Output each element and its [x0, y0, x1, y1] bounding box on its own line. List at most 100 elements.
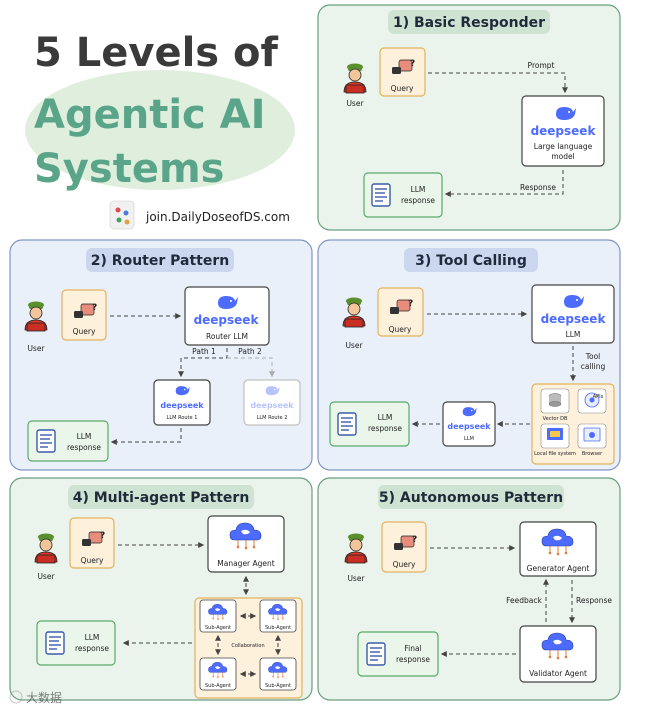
llm-response-label-line1: LLM [85, 633, 100, 642]
dailydose-logo-icon [109, 200, 135, 230]
query-label: Query [73, 327, 96, 336]
panel-4-title: 4) Multi-agent Pattern [73, 490, 250, 506]
query-label: Query [391, 84, 414, 93]
header-title-line1: 5 Levels of [34, 30, 279, 76]
header-title-line3: Systems [34, 146, 224, 192]
llm-response-label-line2: response [67, 443, 101, 452]
user-label: User [346, 99, 364, 108]
final-response-label-line2: response [396, 655, 430, 664]
subagent-1-label: Sub-Agent [205, 625, 231, 631]
llm-label-line1: Large language [534, 142, 593, 151]
tool-calling-label-line1: Tool [585, 352, 601, 361]
deepseek-logo: deepseek [160, 401, 204, 410]
collaboration-label: Collaboration [231, 643, 264, 649]
panel-5-title: 5) Autonomous Pattern [379, 490, 563, 506]
llm-label: LLM [566, 330, 581, 339]
document-icon [36, 429, 56, 453]
panel-3-title: 3) Tool Calling [415, 253, 527, 269]
query-glyph: ? [408, 299, 413, 309]
panel-1-title: 1) Basic Responder [393, 15, 545, 31]
query-box [379, 47, 426, 97]
path-1-label: Path 1 [192, 347, 216, 356]
arrow-prompt [428, 72, 568, 94]
query-glyph: ? [100, 531, 105, 541]
watermark: 大数据 [9, 690, 62, 705]
document-icon [45, 631, 65, 655]
header-title-line2: Agentic AI [34, 92, 266, 138]
document-icon [366, 642, 386, 666]
panel-2-title: 2) Router Pattern [91, 253, 229, 269]
query-glyph: ? [92, 303, 97, 313]
arrow-route-to-response [110, 428, 182, 445]
arrow-path-1 [178, 348, 228, 378]
deepseek-logo: deepseek [250, 401, 294, 410]
llm-response-label-line1: LLM [378, 413, 393, 422]
tool-vector-db-label: Vector DB [543, 416, 568, 422]
panel-multi-agent-pattern: 4) Multi-agent Pattern User ? Query Mana… [9, 477, 313, 701]
llm-label-line2: model [551, 152, 574, 161]
tool-browser-label: Browser [582, 451, 603, 457]
tool-calling-label-line2: calling [581, 362, 606, 371]
feedback-label: Feedback [506, 596, 542, 605]
tool-local-file-system-label: Local file system [534, 451, 576, 457]
subagent-4-label: Sub-Agent [265, 683, 291, 689]
llm-route-2-box [243, 379, 301, 426]
subagent-3-label: Sub-Agent [205, 683, 231, 689]
router-llm-box [184, 286, 270, 346]
user-label: User [347, 574, 365, 583]
arrow-path-2 [227, 357, 275, 378]
document-icon [371, 183, 391, 207]
query-glyph: ? [410, 59, 415, 69]
panel-1-title-pill [388, 10, 550, 34]
path-2-label: Path 2 [238, 347, 262, 356]
browser-icon [577, 423, 607, 449]
llm-response-label-line2: response [401, 196, 435, 205]
deepseek-logo: deepseek [194, 313, 260, 327]
llm-box-2 [442, 401, 496, 447]
watermark-text: 大数据 [26, 690, 62, 705]
llm-2-label: LLM [464, 436, 474, 442]
user-label: User [37, 572, 55, 581]
local-file-system-icon [540, 423, 570, 449]
subagent-2-label: Sub-Agent [265, 625, 291, 631]
document-icon [337, 412, 357, 436]
panel-basic-responder: 1) Basic Responder User ? Query Prompt d… [317, 4, 621, 231]
watermark-icon [9, 690, 23, 704]
vector-db-icon [540, 388, 570, 414]
query-glyph: ? [412, 535, 417, 545]
llm-route-1-box [153, 379, 211, 426]
user-label: User [27, 344, 45, 353]
header: 5 Levels of Agentic AI Systems join.Dail… [25, 30, 295, 230]
arrow-response [444, 170, 564, 197]
manager-agent-label: Manager Agent [217, 559, 275, 568]
panel-3-title-pill [404, 248, 538, 272]
header-link[interactable]: join.DailyDoseofDS.com [145, 210, 290, 224]
llm-response-label-line1: LLM [77, 432, 92, 441]
query-box [377, 287, 424, 337]
response-label: Response [520, 183, 556, 192]
llm-box [521, 95, 605, 167]
router-llm-label: Router LLM [206, 332, 248, 341]
query-label: Query [393, 560, 416, 569]
llm-box [531, 284, 615, 344]
deepseek-logo: deepseek [541, 312, 607, 326]
deepseek-logo: deepseek [447, 422, 491, 431]
llm-route-2-label: LLM Route 2 [257, 415, 288, 421]
llm-response-label-line1: LLM [411, 185, 426, 194]
panel-autonomous-pattern: 5) Autonomous Pattern User ? Query Gener… [317, 477, 621, 701]
tool-apis-label: APIs [593, 394, 604, 400]
llm-response-label-line2: response [75, 644, 109, 653]
panel-router-pattern: 2) Router Pattern User ? Query deepseek … [9, 239, 313, 471]
panel-5-title-pill [378, 485, 564, 509]
final-response-label-line1: Final [404, 644, 421, 653]
llm-route-1-label: LLM Route 1 [167, 415, 198, 421]
panel-4-title-pill [68, 485, 254, 509]
generator-agent-label: Generator Agent [527, 564, 590, 573]
header-highlight [25, 70, 295, 190]
panel-2-title-pill [86, 248, 234, 272]
llm-response-label-line2: response [368, 424, 402, 433]
panel-tool-calling: 3) Tool Calling User ? Query deepseek LL… [317, 239, 621, 471]
response-label: Response [576, 596, 612, 605]
deepseek-logo: deepseek [531, 124, 597, 138]
